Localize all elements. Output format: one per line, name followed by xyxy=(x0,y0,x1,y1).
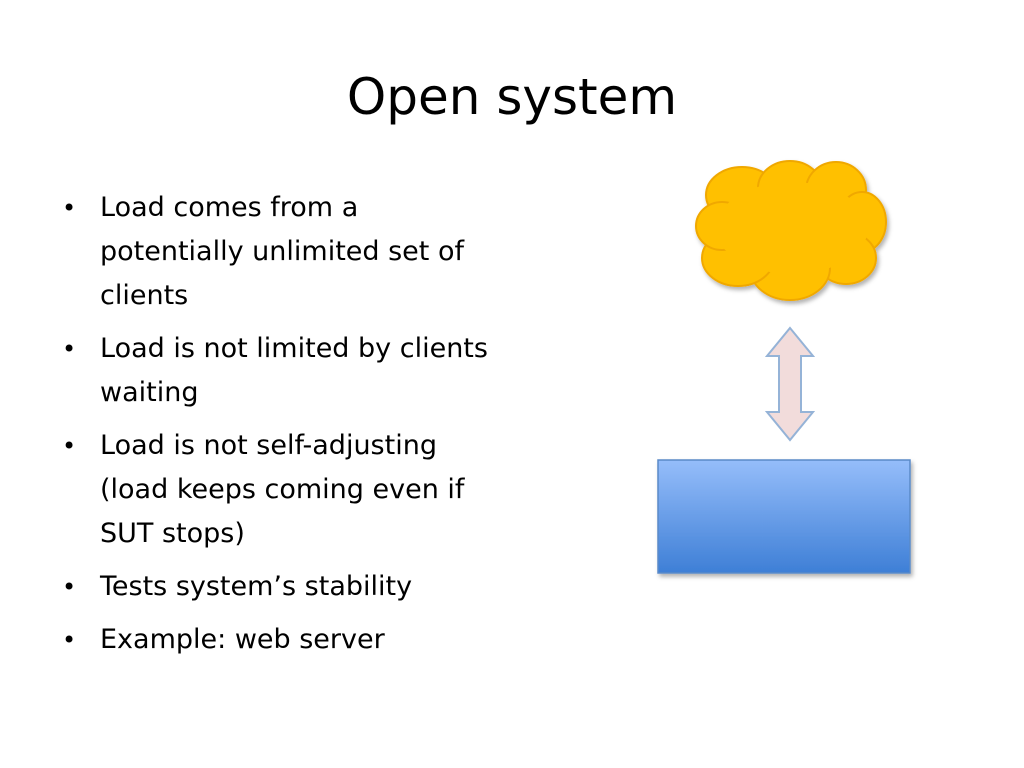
double-arrow-shape xyxy=(764,326,816,442)
bullet-item-not-limited: • Load is not limited by clients waiting xyxy=(60,327,490,415)
bullet-dot: • xyxy=(62,335,77,363)
bullet-text: Load comes from a potentially unlimited … xyxy=(100,192,464,311)
bullet-text: Tests system’s stability xyxy=(100,571,413,602)
bullet-dot: • xyxy=(62,432,77,460)
slide-title: Open system xyxy=(346,68,678,126)
bullet-item-stability: • Tests system’s stability xyxy=(60,565,490,609)
bullet-dot: • xyxy=(62,194,77,222)
bullet-item-example: • Example: web server xyxy=(60,618,490,662)
system-box-shape xyxy=(657,459,911,574)
bullet-item-not-self-adjusting: • Load is not self-adjusting (load keeps… xyxy=(60,424,490,556)
bullet-list: • Load comes from a potentially unlimite… xyxy=(60,186,490,671)
bullet-text: Example: web server xyxy=(100,624,385,655)
bullet-dot: • xyxy=(62,573,77,601)
diagram-svg xyxy=(657,160,911,574)
open-system-diagram xyxy=(640,150,930,590)
bullet-item-load-source: • Load comes from a potentially unlimite… xyxy=(60,186,490,318)
bullet-dot: • xyxy=(62,626,77,654)
bullet-text: Load is not limited by clients waiting xyxy=(100,333,488,408)
bullet-text: Load is not self-adjusting (load keeps c… xyxy=(100,430,465,549)
clients-cloud-shape xyxy=(695,160,887,301)
